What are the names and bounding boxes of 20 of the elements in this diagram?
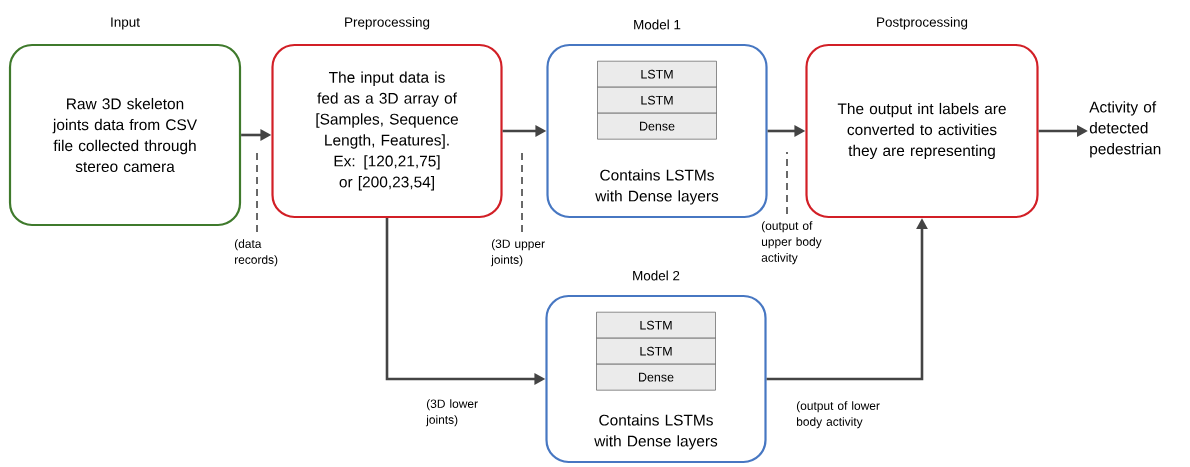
layer-box: LSTM — [596, 311, 716, 339]
layer-box: Dense — [596, 363, 716, 391]
box-heading: Preprocessing — [345, 16, 430, 30]
layer-box: LSTM — [597, 86, 717, 114]
edge-label: (output of lower body activity — [796, 401, 880, 429]
process-box: Raw 3D skeleton joints data from CSV file collected through stereo camera — [8, 43, 242, 227]
process-box: The output int labels are converted to activities they are representing — [805, 43, 1039, 219]
annotation-text: (3D upper joints) — [490, 239, 545, 267]
edge-label: (3D lower joints) — [425, 399, 478, 427]
process-box: The input data is fed as a 3D array of [Samples, Sequence Length, Features]. Ex: [120,21,75] or [200,23,54] — [271, 43, 503, 219]
box-heading: Input — [111, 17, 140, 30]
annotation-text: (data records) — [234, 239, 278, 267]
box-heading: Postprocessing — [877, 16, 968, 30]
layer-box: Dense — [597, 112, 717, 140]
layer-box: LSTM — [596, 337, 716, 365]
layer-box: LSTM — [597, 60, 717, 88]
annotation-text: (output of upper body activity — [761, 221, 822, 265]
box-heading: Model 1 — [634, 19, 681, 30]
box-heading: Model 2 — [633, 270, 680, 281]
output-text: Activity of detected pedestrian — [1089, 101, 1161, 158]
